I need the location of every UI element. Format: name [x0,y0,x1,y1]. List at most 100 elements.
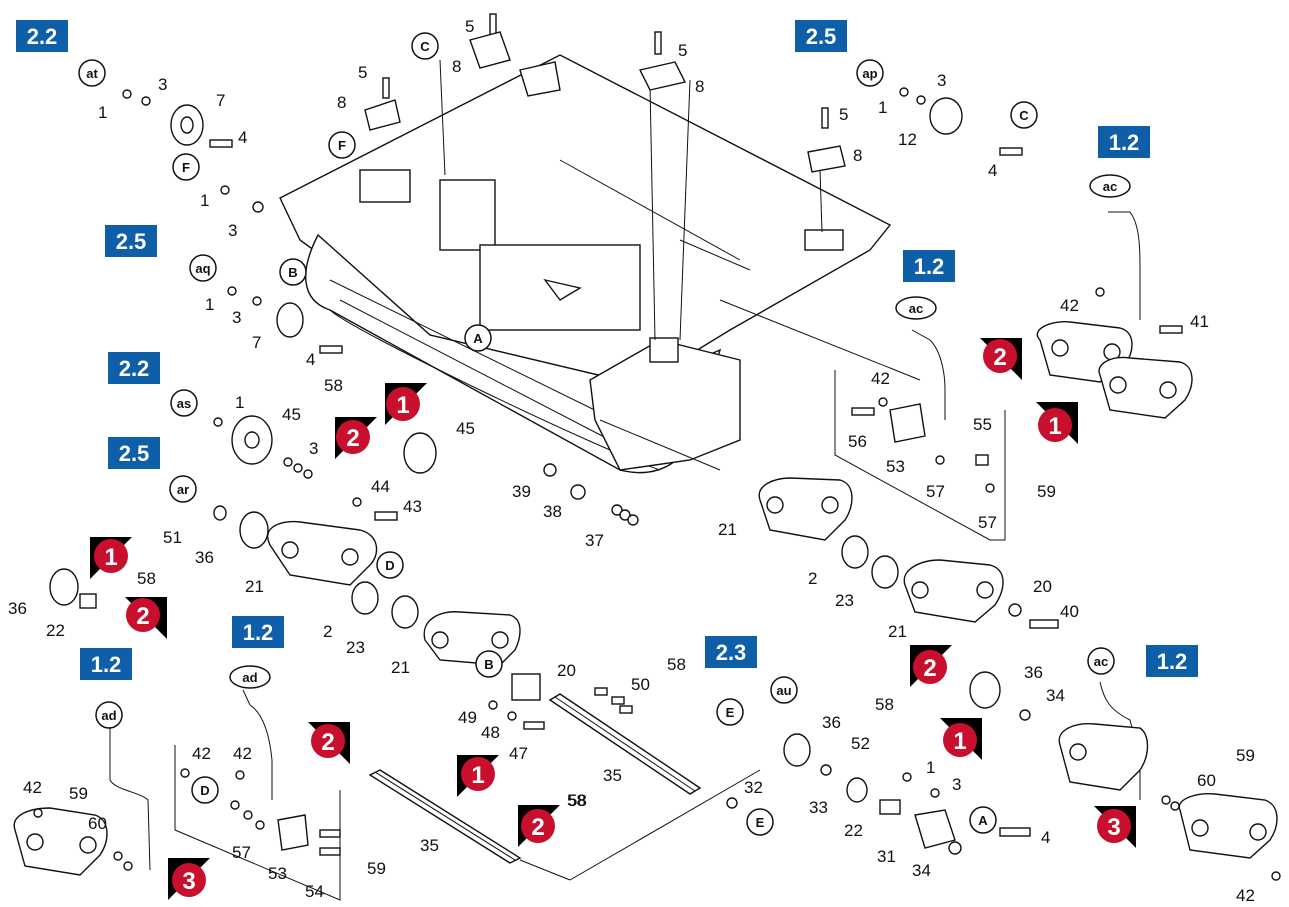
svg-text:B: B [484,657,493,672]
ref-bubble: au [770,676,798,704]
svg-text:3: 3 [182,868,195,895]
ref-bubble: D [191,776,219,804]
part-number: 8 [695,77,704,96]
part-number: 53 [268,864,287,883]
part-number: 58 [875,695,894,714]
ref-bubble: D [376,551,404,579]
svg-text:1.2: 1.2 [91,652,122,677]
section-badge: 2.3 [705,636,757,668]
svg-text:2.3: 2.3 [716,640,747,665]
part-numbers: 5 8 5 8 5 8 5 8 3 1 7 4 1 3 1 3 7 4 3 1 … [8,17,1255,905]
part-number: 20 [1033,577,1052,596]
svg-text:1.2: 1.2 [914,254,945,279]
svg-text:ap: ap [862,66,877,81]
step-marker: 2 [980,338,1022,380]
part-number: 50 [631,675,650,694]
part-number: 1 [878,98,887,117]
part-number: 37 [585,531,604,550]
svg-text:2: 2 [321,729,334,756]
step-marker: 1 [1036,402,1078,444]
svg-text:3: 3 [1107,814,1120,841]
part-number: 45 [282,405,301,424]
sensor-assemblies [13,211,1281,901]
part-number: 3 [309,439,318,458]
part-number: 23 [835,591,854,610]
section-badge: 1.2 [232,616,284,648]
svg-text:2.5: 2.5 [116,229,147,254]
part-number: 5 [358,63,367,82]
part-number: 42 [23,778,42,797]
ref-bubble: A [969,806,997,834]
part-number: 58 [667,655,686,674]
svg-text:1: 1 [1048,413,1061,440]
step-markers: 2 1 1 2 1 2 2 1 2 2 1 3 3 [90,338,1136,900]
svg-text:au: au [776,683,791,698]
part-number: 20 [557,661,576,680]
part-number: 36 [1024,663,1043,682]
part-number: 48 [481,723,500,742]
part-number: 7 [252,333,261,352]
part-number: 21 [888,622,907,641]
part-number: 1 [235,393,244,412]
svg-text:F: F [182,160,190,175]
svg-text:A: A [978,813,988,828]
part-number: 59 [367,859,386,878]
part-number: 36 [195,548,214,567]
ref-bubble: B [279,258,307,286]
svg-text:2: 2 [531,814,544,841]
section-badge: 1.2 [80,648,132,680]
step-marker: 2 [518,805,560,847]
section-badge: 1.2 [903,250,955,282]
svg-text:ar: ar [177,482,189,497]
ref-bubble: ar [169,475,197,503]
part-number: 2 [323,622,332,641]
part-number: 60 [88,814,107,833]
part-number: 12 [898,130,917,149]
svg-text:ac: ac [1094,654,1108,669]
part-number: 35 [420,836,439,855]
part-number: 5 [465,17,474,36]
part-number: 3 [232,308,241,327]
part-number: 58 [567,791,586,810]
part-number: 1 [200,191,209,210]
part-number: 32 [744,778,763,797]
part-number: 59 [1037,482,1056,501]
part-number: 36 [822,713,841,732]
part-number: 1 [926,758,935,777]
part-number: 4 [306,350,315,369]
part-number: 54 [305,882,324,901]
part-number: 4 [238,128,247,147]
part-number: 8 [337,93,346,112]
part-number: 55 [973,415,992,434]
part-number: 38 [543,502,562,521]
ref-bubble: A [464,324,492,352]
section-badge: 2.5 [105,225,157,257]
part-number: 22 [46,621,65,640]
part-number: 2 [808,569,817,588]
main-chassis [279,54,921,474]
part-number: 58 [324,376,343,395]
part-number: 31 [877,847,896,866]
section-badge: 2.5 [108,437,160,469]
part-number: 33 [809,798,828,817]
ref-bubble: ac [1087,647,1115,675]
part-number: 4 [1041,828,1050,847]
part-number: 39 [512,482,531,501]
svg-text:E: E [726,705,735,720]
part-number: 59 [1236,746,1255,765]
ref-bubble: as [170,389,198,417]
part-number: 21 [718,520,737,539]
part-number: 5 [839,105,848,124]
part-number: 58 [137,569,156,588]
svg-text:A: A [473,331,483,346]
part-number: 35 [603,766,622,785]
part-number: 3 [952,775,961,794]
svg-text:1: 1 [104,544,117,571]
section-badge: 2.5 [795,20,847,52]
part-number: 3 [937,71,946,90]
ref-bubble: C [1010,101,1038,129]
step-marker: 2 [308,722,350,764]
part-number: 47 [509,744,528,763]
ref-bubble: ac [895,296,937,320]
step-marker: 3 [1094,806,1136,848]
